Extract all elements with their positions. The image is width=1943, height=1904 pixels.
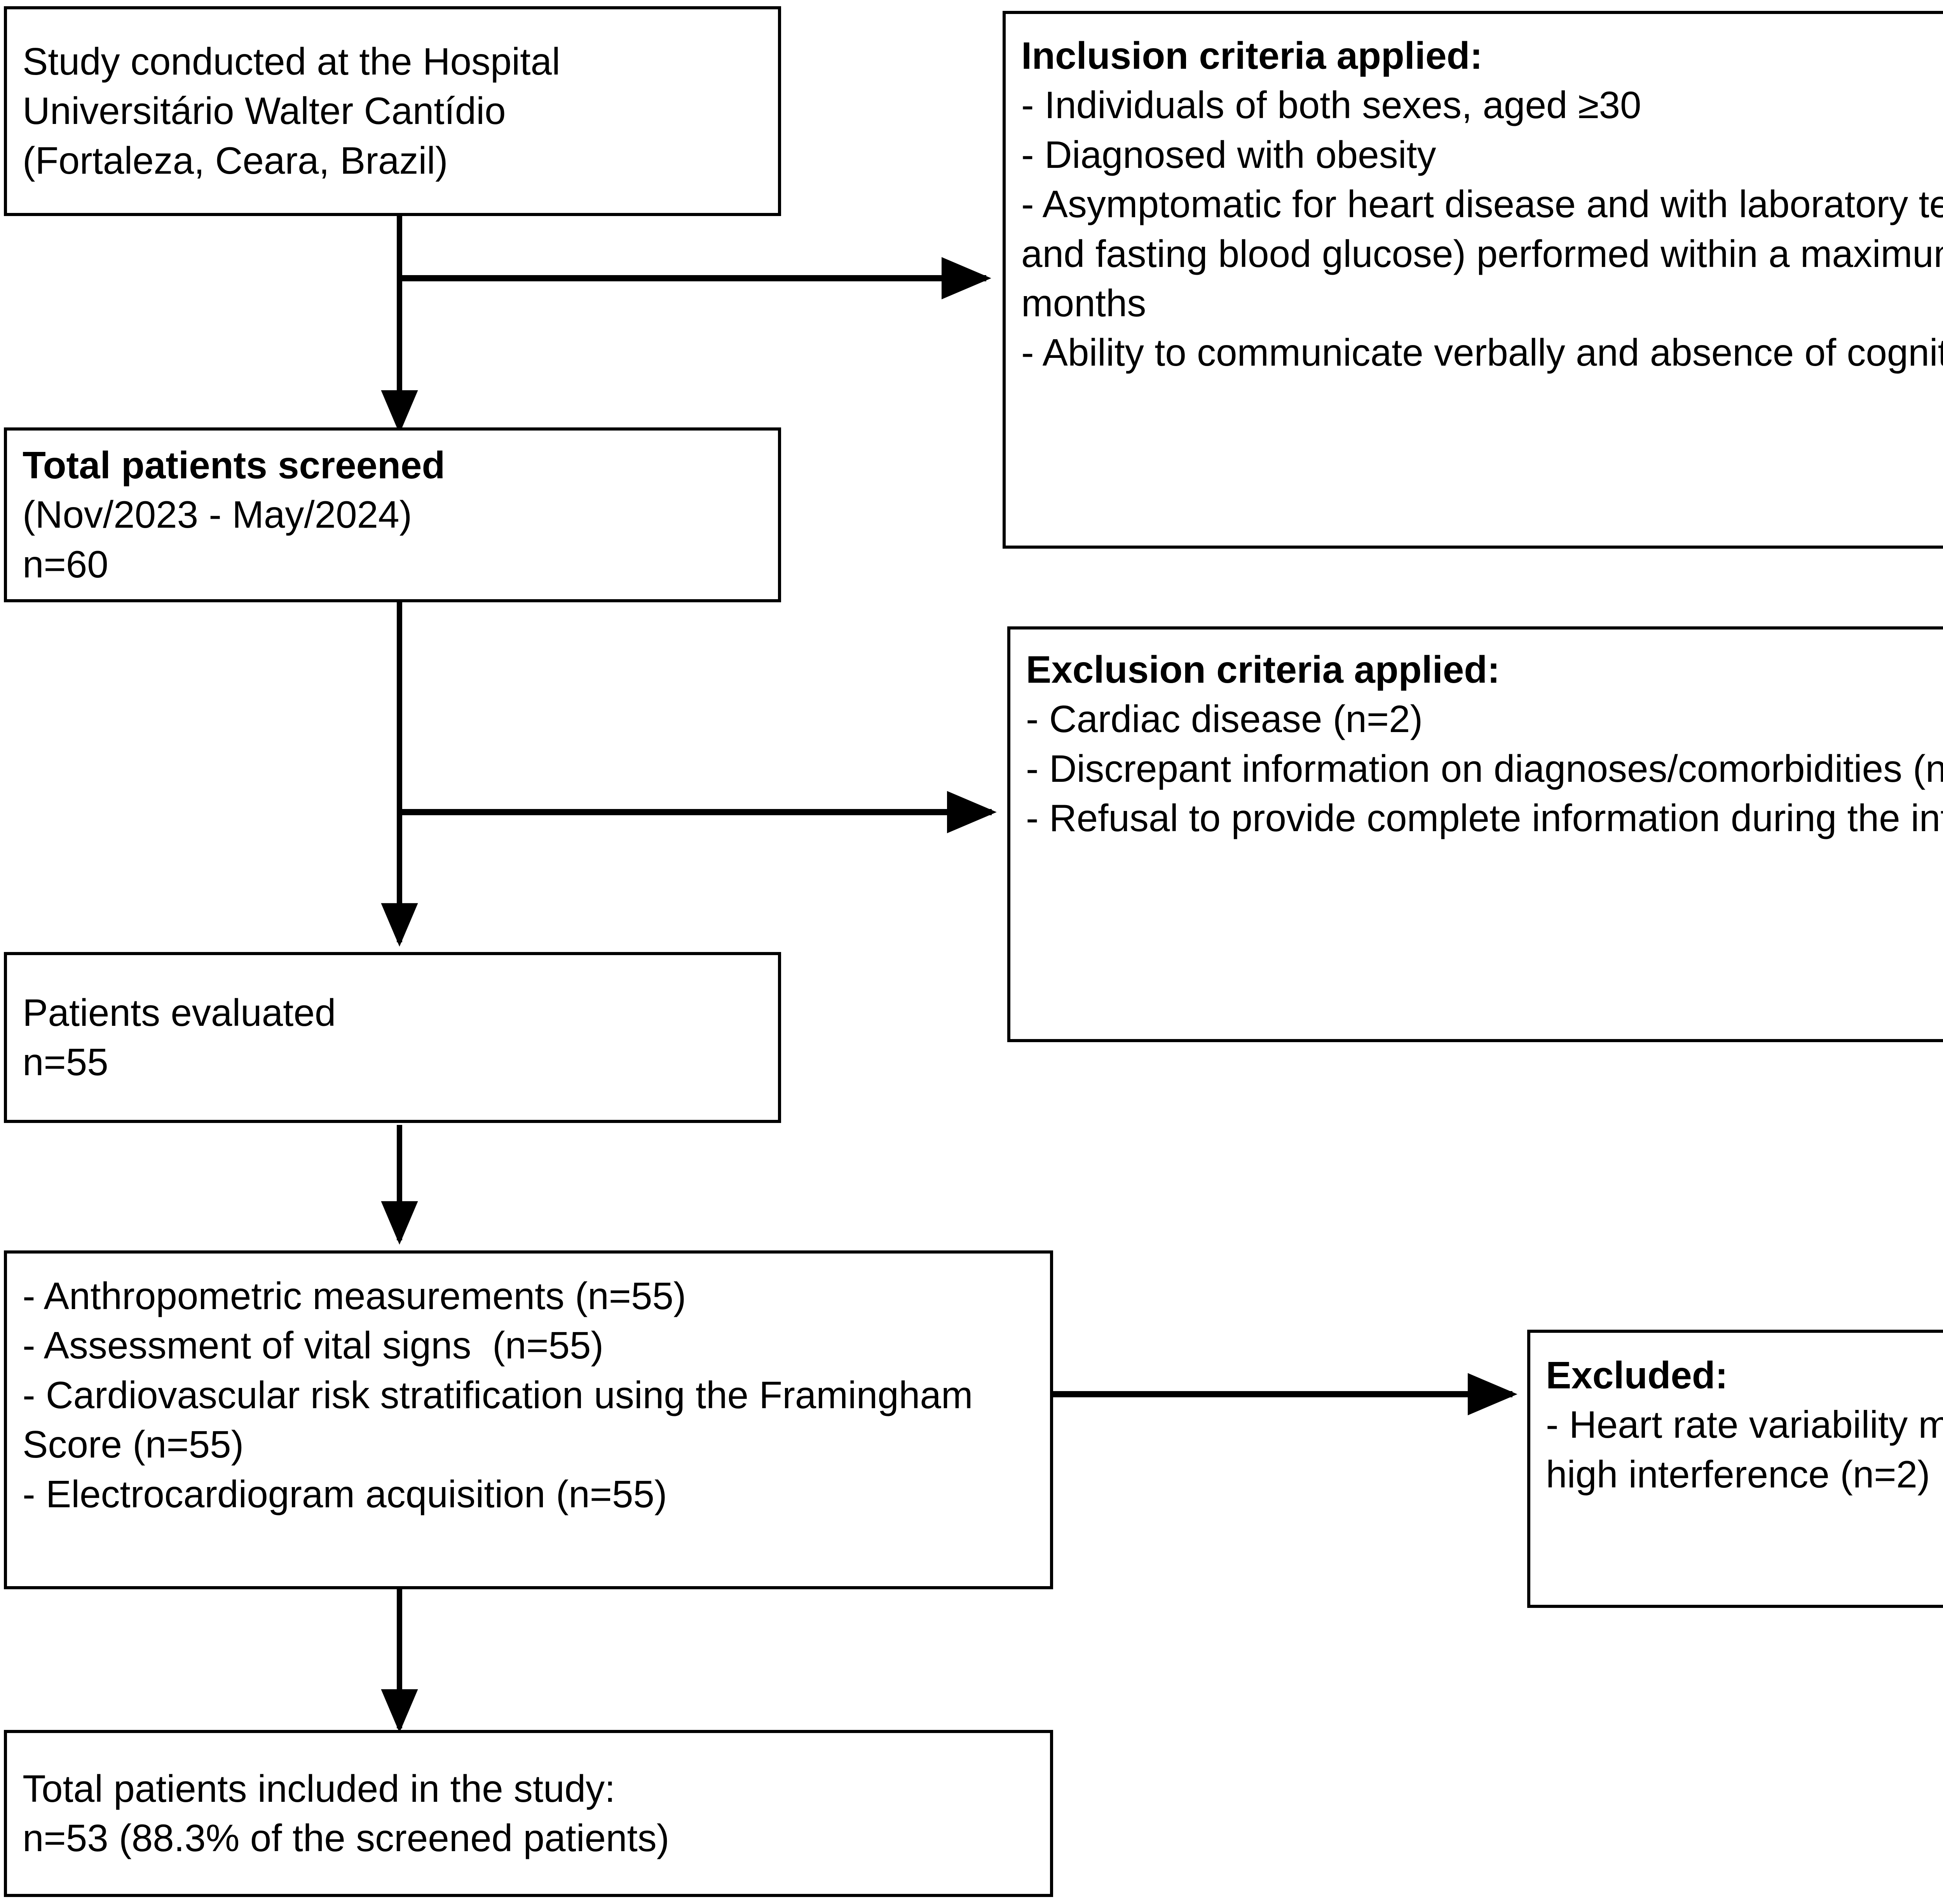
total-screened-count: n=60 bbox=[23, 542, 108, 586]
patients-evaluated-box[interactable]: Patients evaluated n=55 bbox=[4, 952, 781, 1123]
inclusion-criteria-item-2: - Diagnosed with obesity bbox=[1021, 133, 1436, 176]
excluded-item-1: - Heart rate variability measurements wi… bbox=[1546, 1403, 1943, 1496]
study-site-box[interactable]: Study conducted at the Hospital Universi… bbox=[4, 6, 781, 216]
total-screened-period: (Nov/2023 - May/2024) bbox=[23, 493, 412, 536]
exclusion-criteria-box[interactable]: Exclusion criteria applied: - Cardiac di… bbox=[1007, 626, 1943, 1042]
total-included-label: Total patients included in the study: bbox=[23, 1767, 616, 1810]
exclusion-criteria-item-2: - Discrepant information on diagnoses/co… bbox=[1026, 747, 1943, 790]
patients-evaluated-label: Patients evaluated bbox=[23, 991, 336, 1034]
inclusion-criteria-item-3: - Asymptomatic for heart disease and wit… bbox=[1021, 183, 1943, 324]
exclusion-criteria-heading: Exclusion criteria applied: bbox=[1026, 648, 1500, 691]
inclusion-criteria-heading: Inclusion criteria applied: bbox=[1021, 34, 1483, 77]
inclusion-criteria-item-4: - Ability to communicate verbally and ab… bbox=[1021, 331, 1943, 374]
exclusion-criteria-item-1: - Cardiac disease (n=2) bbox=[1026, 697, 1423, 741]
study-site-line-3: (Fortaleza, Ceara, Brazil) bbox=[23, 139, 448, 182]
inclusion-criteria-item-1: - Individuals of both sexes, aged ≥30 bbox=[1021, 84, 1641, 127]
excluded-box[interactable]: Excluded: - Heart rate variability measu… bbox=[1527, 1330, 1943, 1608]
excluded-heading: Excluded: bbox=[1546, 1354, 1728, 1397]
total-included-box[interactable]: Total patients included in the study: n=… bbox=[4, 1730, 1053, 1897]
total-included-count: n=53 (88.3% of the screened patients) bbox=[23, 1817, 670, 1859]
assessments-item-3: - Cardiovascular risk stratification usi… bbox=[23, 1373, 984, 1466]
total-screened-box[interactable]: Total patients screened (Nov/2023 - May/… bbox=[4, 427, 781, 602]
inclusion-criteria-box[interactable]: Inclusion criteria applied: - Individual… bbox=[1003, 11, 1943, 549]
assessments-item-1: - Anthropometric measurements (n=55) bbox=[23, 1275, 686, 1317]
assessments-item-4: - Electrocardiogram acquisition (n=55) bbox=[23, 1472, 667, 1515]
total-screened-heading: Total patients screened bbox=[23, 443, 445, 486]
patients-evaluated-count: n=55 bbox=[23, 1041, 108, 1083]
assessments-item-2: - Assessment of vital signs (n=55) bbox=[23, 1324, 604, 1367]
study-site-line-2: Universitário Walter Cantídio bbox=[23, 89, 506, 133]
exclusion-criteria-item-3: - Refusal to provide complete informatio… bbox=[1026, 797, 1943, 840]
study-site-line-1: Study conducted at the Hospital bbox=[23, 40, 560, 83]
assessments-box[interactable]: - Anthropometric measurements (n=55) - A… bbox=[4, 1250, 1053, 1589]
